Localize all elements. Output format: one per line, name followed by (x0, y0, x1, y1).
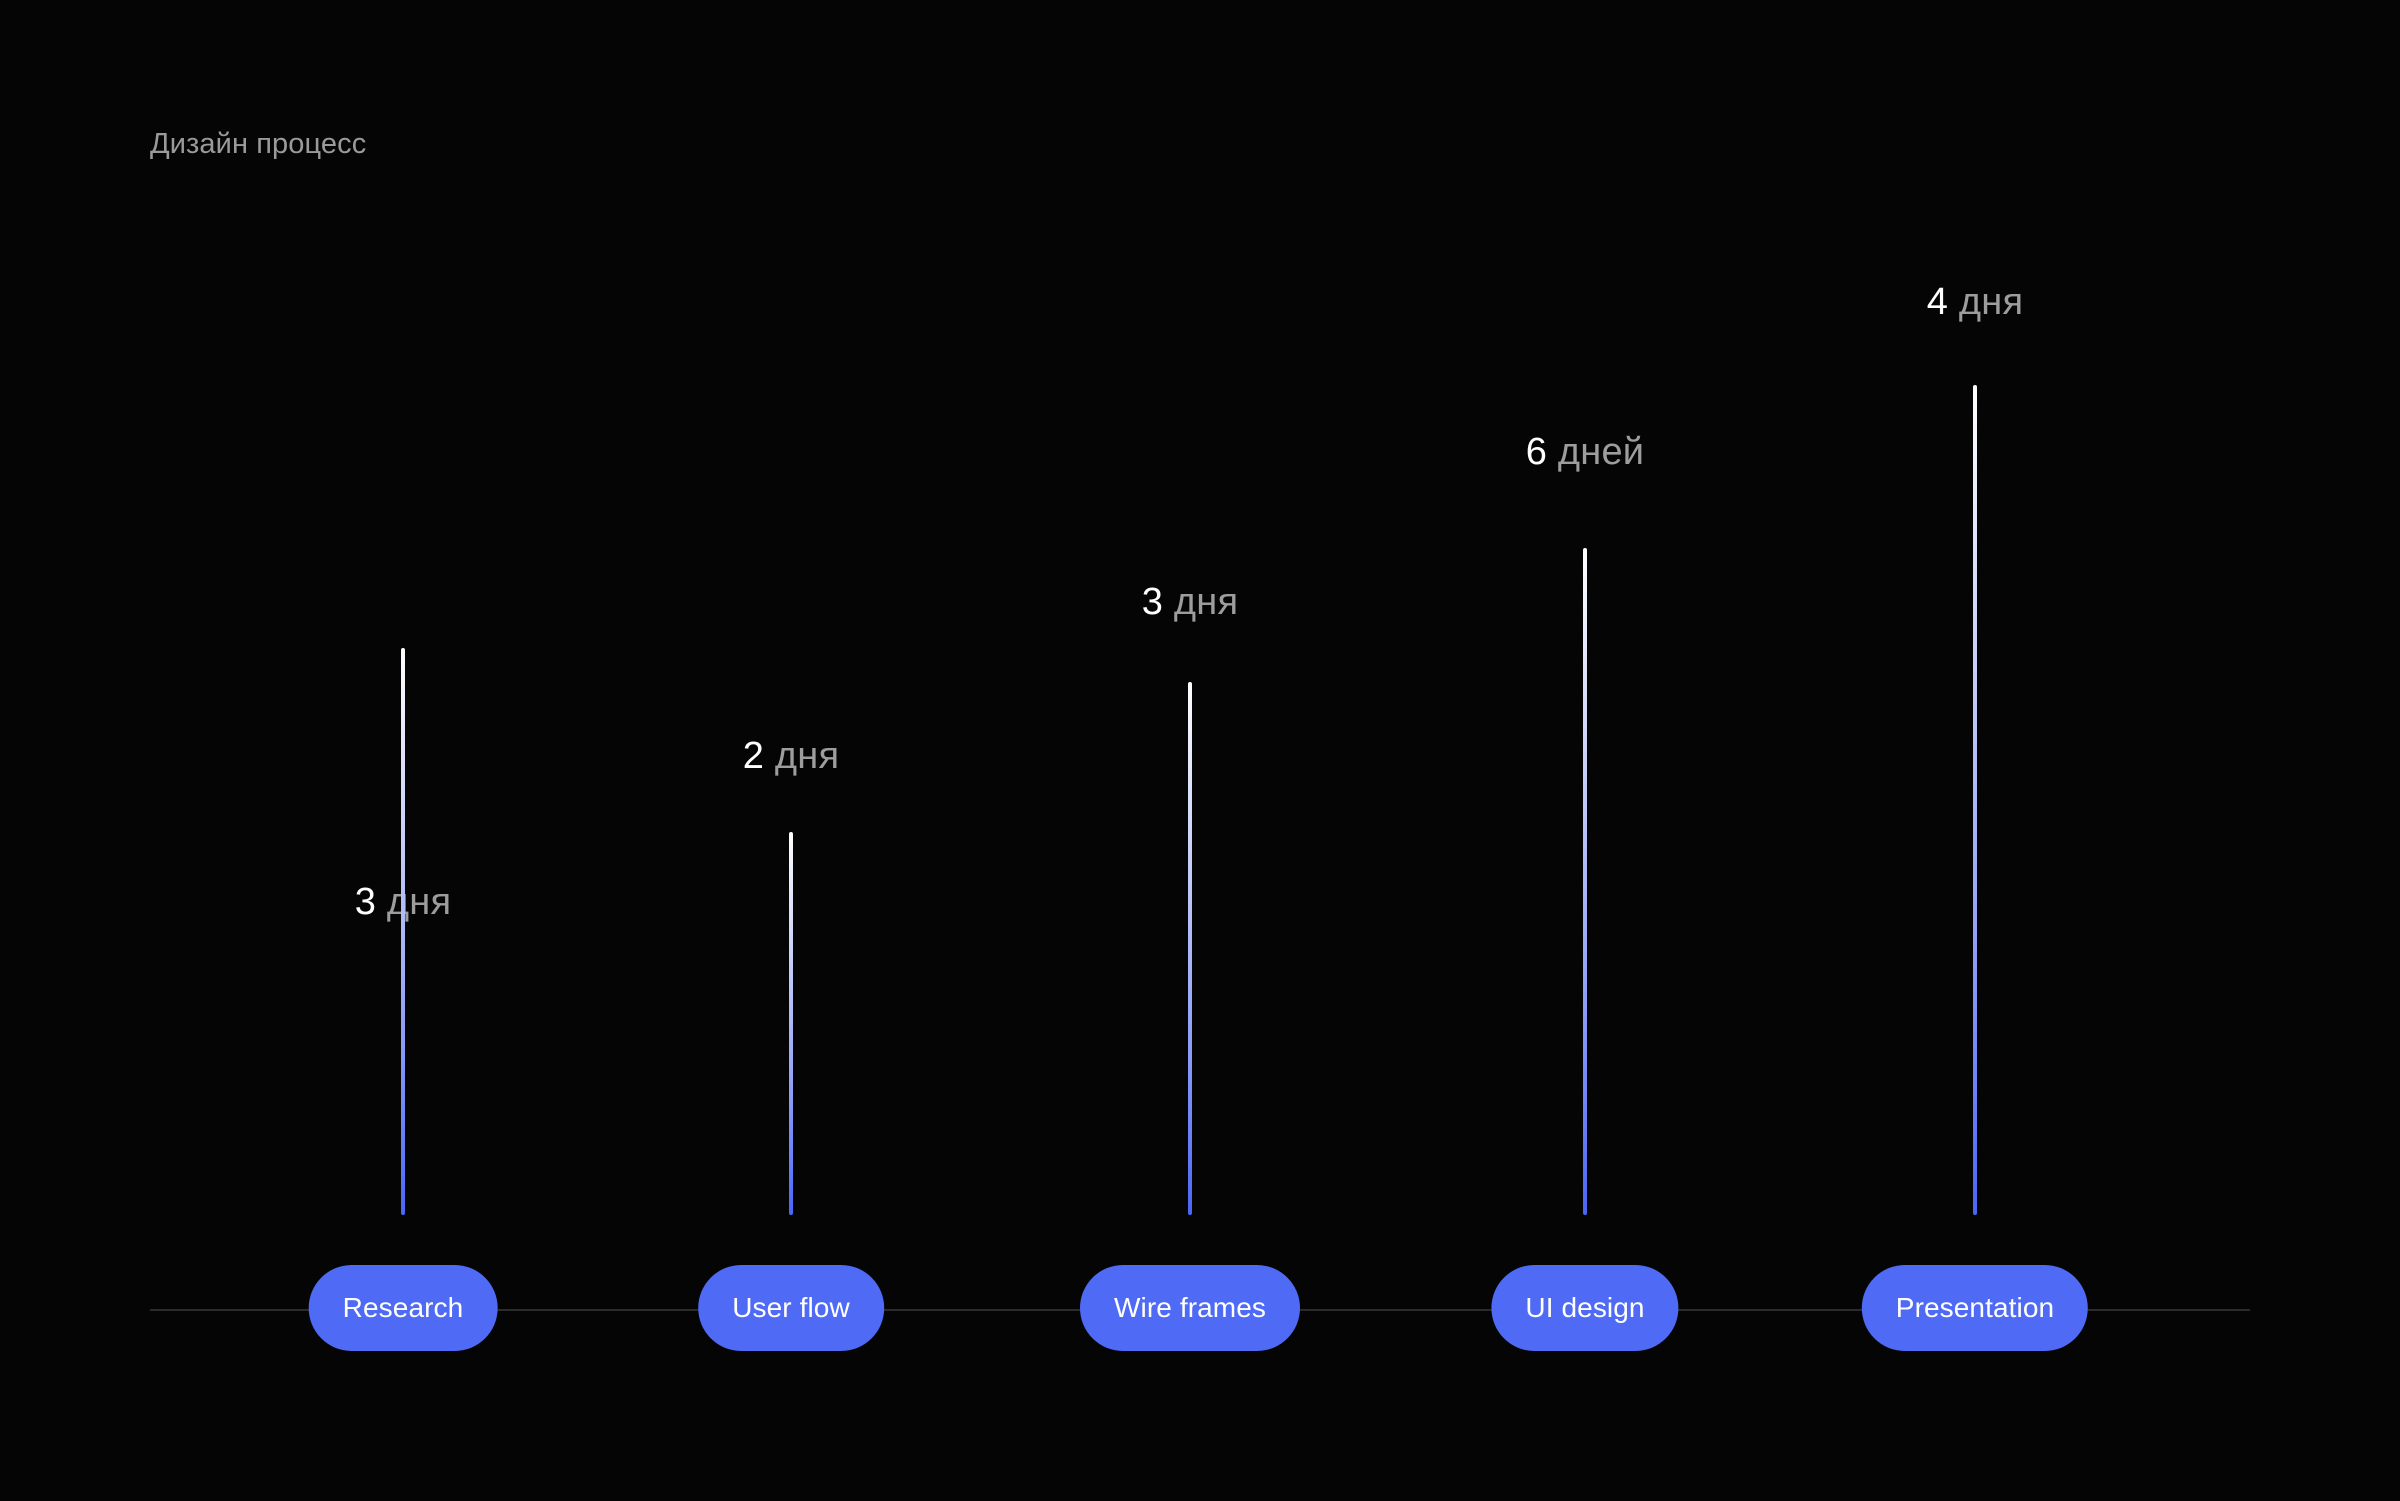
bar-value-unit: дней (1557, 431, 1645, 473)
bar-value-label: 3 дня (1142, 583, 1238, 621)
bar-value-number: 2 (742, 735, 765, 777)
bar-stem (1583, 548, 1587, 1215)
bar-stem (1188, 682, 1192, 1215)
bar-value-unit: дня (386, 881, 452, 923)
page-title: Дизайн процесс (150, 128, 367, 160)
stage-pill-user-flow[interactable]: User flow (698, 1265, 884, 1351)
bar-value-number: 3 (1141, 581, 1164, 623)
bar-value-number: 3 (354, 881, 377, 923)
bar-stem (789, 832, 793, 1215)
bar-value-unit: дня (1958, 281, 2024, 323)
bar-stem (1973, 385, 1977, 1215)
stage-pill-research[interactable]: Research (308, 1265, 498, 1351)
bar-stem (401, 648, 405, 1215)
bar-value-label: 3 дня (355, 883, 451, 921)
bar-value-unit: дня (1173, 581, 1239, 623)
bar-value-number: 6 (1525, 431, 1548, 473)
bar-value-label: 2 дня (743, 737, 839, 775)
stage-pill-ui-design[interactable]: UI design (1491, 1265, 1679, 1351)
bar-value-number: 4 (1926, 281, 1949, 323)
bar-value-label: 6 дней (1526, 433, 1644, 471)
stage-pill-presentation[interactable]: Presentation (1861, 1265, 2089, 1351)
stage-pill-wire-frames[interactable]: Wire frames (1080, 1265, 1300, 1351)
bar-value-label: 4 дня (1927, 283, 2023, 321)
bar-value-unit: дня (774, 735, 840, 777)
